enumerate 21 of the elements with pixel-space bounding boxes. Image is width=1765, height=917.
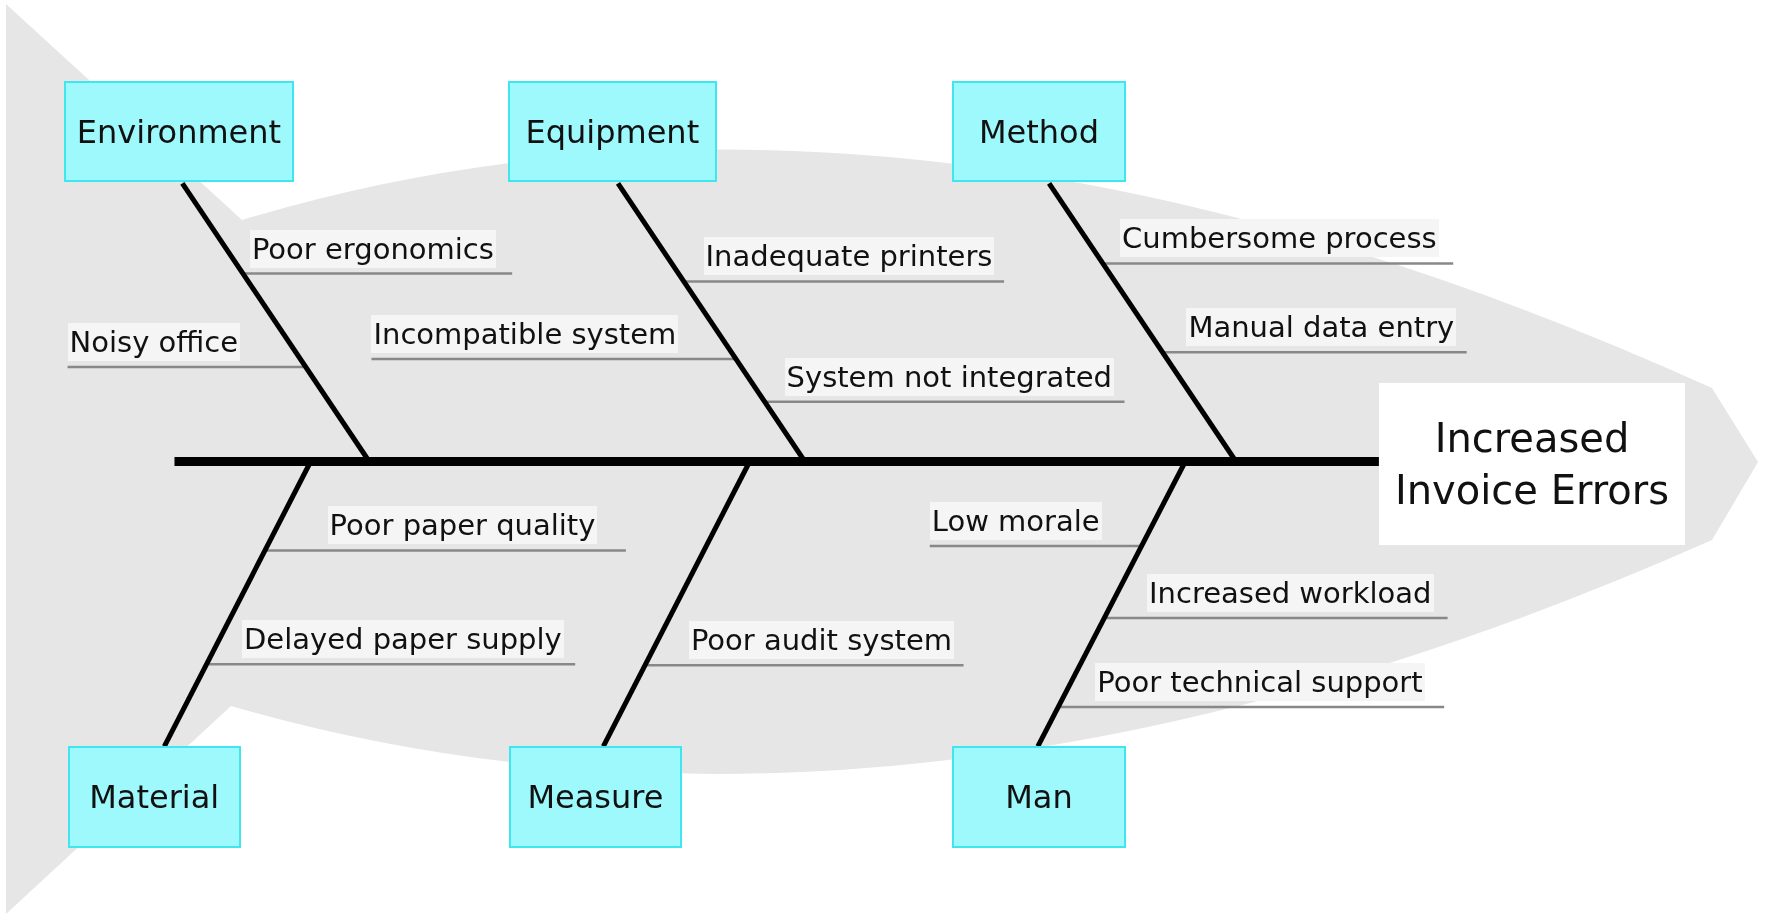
category-box: Measure — [508, 746, 683, 848]
category-box: Equipment — [507, 81, 717, 183]
category-box: Material — [67, 746, 241, 848]
category-box: Environment — [64, 81, 294, 183]
cause-label: System not integrated — [784, 357, 1114, 396]
cause-label: Cumbersome process — [1120, 219, 1439, 258]
cause-label: Delayed paper supply — [242, 620, 564, 659]
cause-label: Inadequate printers — [703, 237, 995, 276]
cause-label: Poor technical support — [1095, 662, 1425, 701]
cause-label: Poor ergonomics — [249, 229, 496, 268]
spine-line — [174, 457, 1379, 466]
cause-label: Noisy office — [67, 322, 241, 361]
category-box: Method — [952, 81, 1126, 183]
cause-label: Poor paper quality — [327, 506, 598, 545]
cause-label: Manual data entry — [1186, 308, 1457, 347]
cause-label: Poor audit system — [688, 621, 954, 660]
cause-label: Increased workload — [1147, 573, 1434, 612]
cause-label: Low morale — [929, 501, 1102, 540]
category-box: Man — [952, 746, 1126, 848]
cause-label: Incompatible system — [371, 315, 679, 354]
effect-box: Increased Invoice Errors — [1378, 382, 1686, 545]
